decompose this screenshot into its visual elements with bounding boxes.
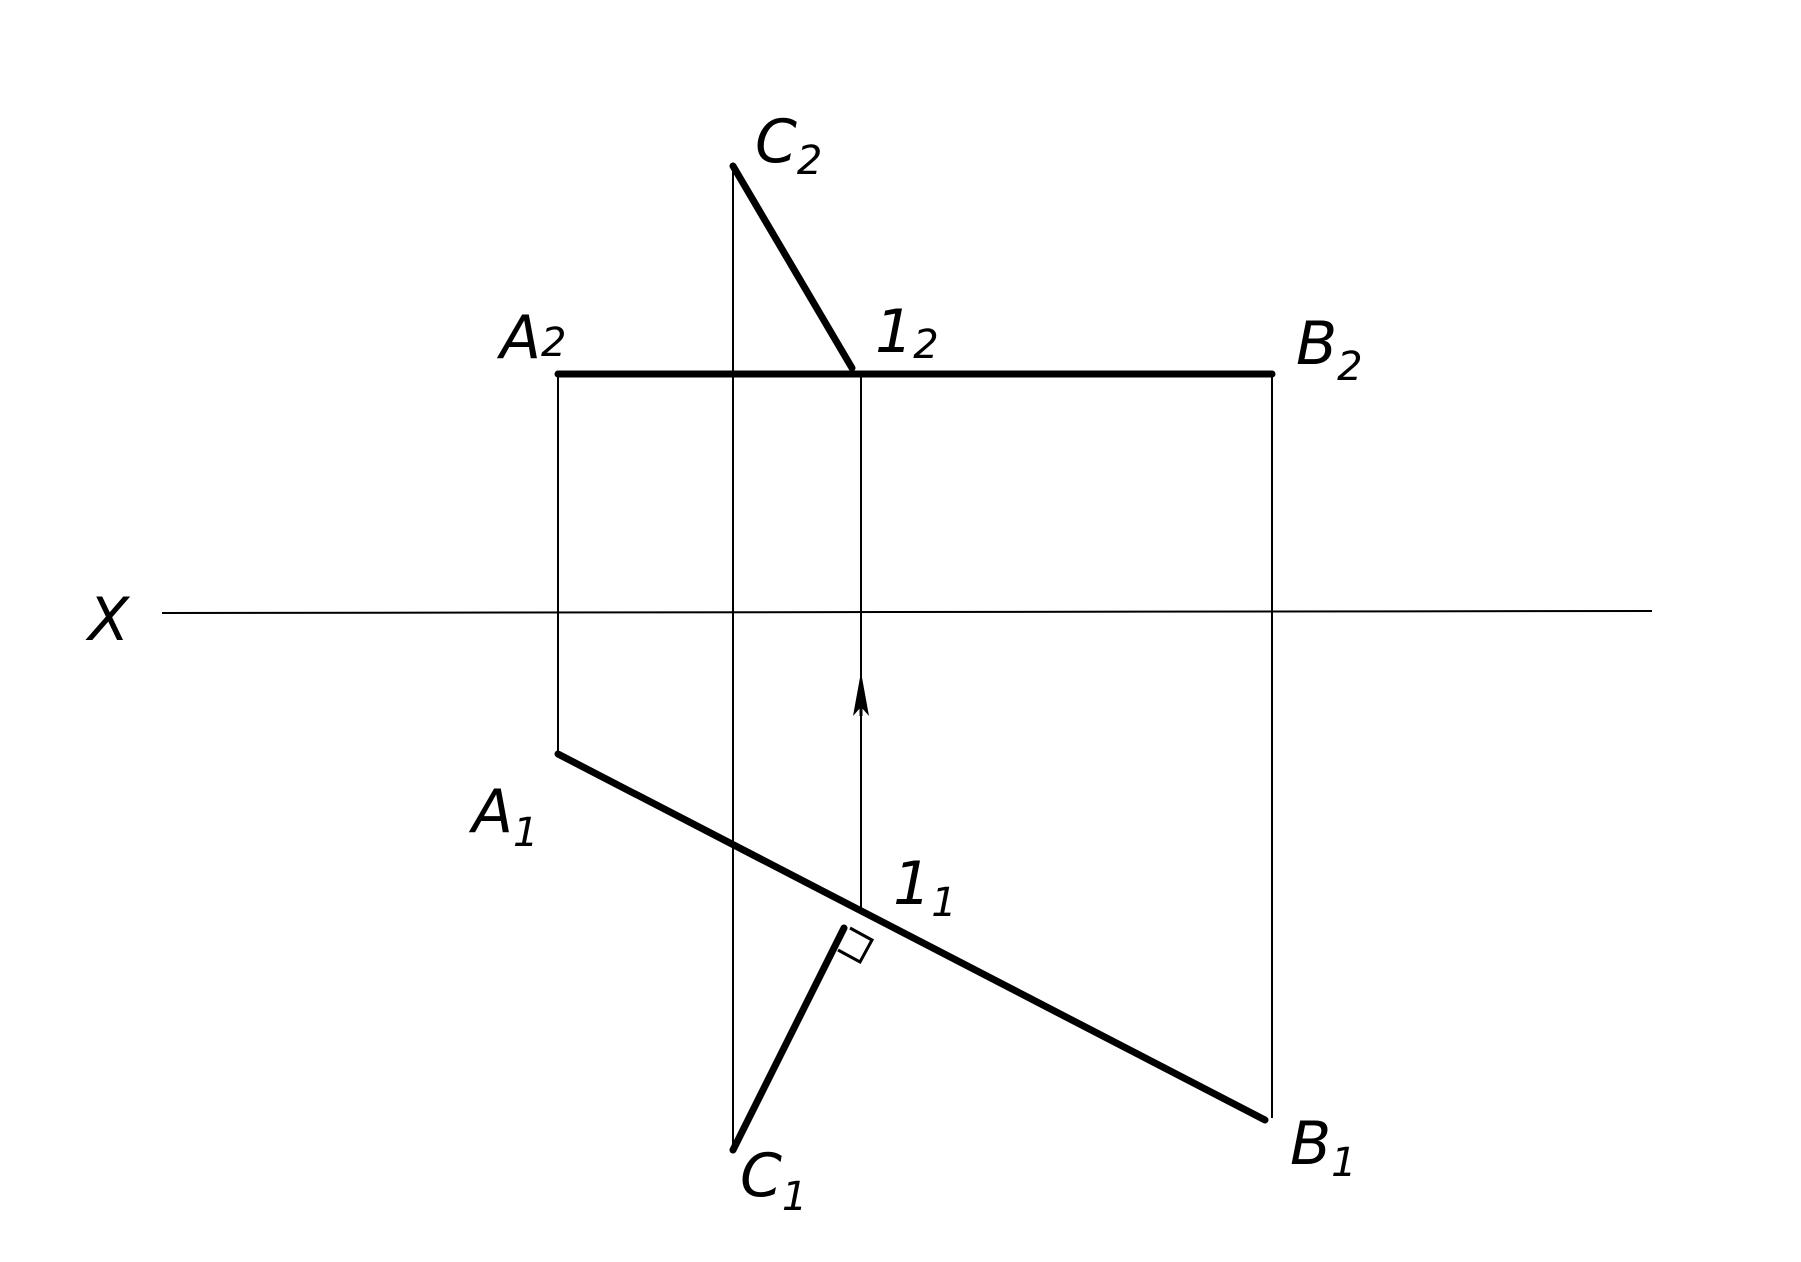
label-b1: B1	[1290, 1109, 1357, 1186]
right-angle-mark	[837, 926, 875, 965]
x-axis-label: X	[85, 585, 131, 655]
label-12: 12	[875, 297, 939, 368]
label-a1: A1	[468, 777, 539, 856]
label-11: 11	[893, 849, 957, 926]
label-c1: C1	[740, 1141, 807, 1220]
label-a2: A2	[496, 303, 567, 373]
label-c2: C2	[755, 107, 822, 184]
label-b2: B2	[1296, 309, 1363, 390]
segment-a1-b1	[554, 750, 1269, 1124]
segment-c2-12	[729, 162, 856, 372]
x-axis-line	[161, 610, 1653, 614]
segment-c1-11	[729, 924, 848, 1154]
